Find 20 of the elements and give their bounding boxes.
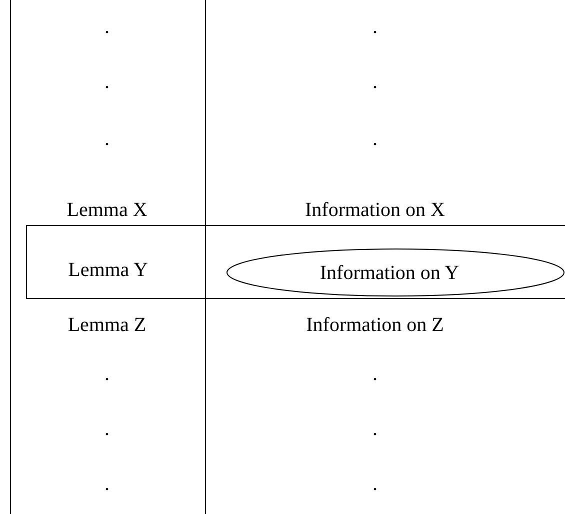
row-frame (26, 225, 565, 299)
continuation-dot: . (372, 474, 378, 494)
continuation-dot: . (104, 364, 110, 384)
continuation-dot: . (104, 129, 110, 149)
continuation-dot: . (104, 17, 110, 37)
lemma-label: Lemma X (66, 200, 148, 220)
continuation-dot: . (104, 419, 110, 439)
continuation-dot: . (372, 129, 378, 149)
continuation-dot: . (372, 72, 378, 92)
continuation-dot: . (372, 364, 378, 384)
information-label: Information on Z (306, 315, 444, 335)
continuation-dot: . (104, 474, 110, 494)
information-label: Information on X (305, 200, 445, 220)
lemma-label: Lemma Y (68, 260, 148, 280)
lemma-label: Lemma Z (68, 315, 146, 335)
continuation-dot: . (104, 72, 110, 92)
continuation-dot: . (372, 419, 378, 439)
column-frame (10, 0, 206, 514)
information-label: Information on Y (320, 262, 460, 282)
continuation-dot: . (372, 17, 378, 37)
